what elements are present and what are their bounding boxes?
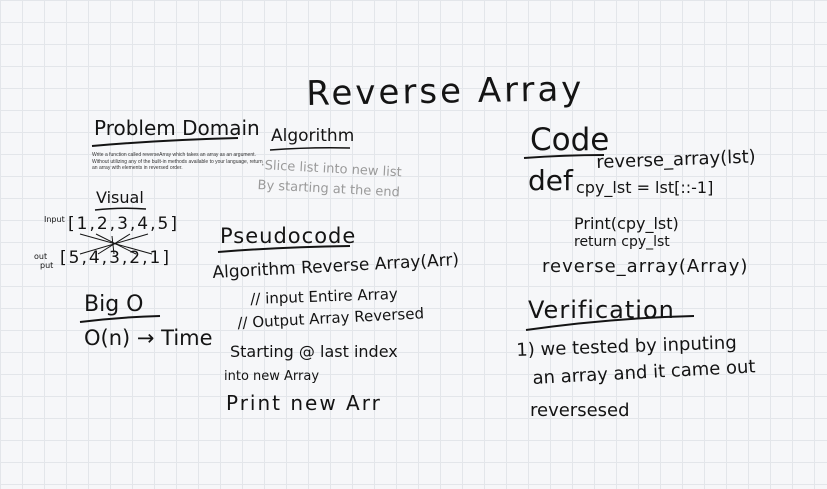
code-line-2: cpy_lst = lst[::-1] (576, 178, 714, 197)
verification-underline (525, 315, 695, 331)
code-line-3: Print(cpy_lst) (574, 214, 679, 233)
pseudocode-heading: Pseudocode (220, 224, 357, 248)
pseudocode-underline (217, 245, 351, 253)
code-line-4: return cpy_lst (574, 234, 670, 250)
visual-underline (94, 207, 147, 211)
pseudocode-line-5: into new Array (224, 369, 320, 384)
code-underline (523, 154, 605, 159)
verification-heading: Verification (528, 296, 675, 324)
algorithm-heading: Algorithm (271, 126, 355, 146)
code-call: reverse_array(Array) (542, 256, 749, 277)
big-o-heading: Big O (84, 292, 144, 317)
problem-domain-heading: Problem Domain (94, 116, 260, 140)
big-o-underline (79, 315, 161, 323)
code-heading: Code (530, 122, 610, 158)
pseudocode-line-6: Print new Arr (226, 391, 382, 415)
algorithm-underline (269, 147, 351, 151)
swap-arrows (79, 233, 153, 255)
code-def-keyword: def (528, 164, 573, 197)
output-array: [5,4,3,2,1] (60, 248, 171, 268)
page-title: Reverse Array (306, 69, 585, 114)
input-label: Input (44, 215, 65, 224)
output-label-line-2: put (40, 261, 54, 270)
problem-domain-description: Write a function called reverseArray whi… (92, 152, 263, 171)
input-array: [1,2,3,4,5] (68, 214, 179, 234)
problem-domain-underline (91, 137, 239, 147)
big-o-body: O(n) → Time (84, 326, 213, 350)
output-label-line-1: out (34, 252, 48, 261)
visual-heading: Visual (96, 188, 144, 207)
pseudocode-line-4: Starting @ last index (230, 342, 398, 361)
verification-line-3: reversesed (530, 400, 630, 421)
